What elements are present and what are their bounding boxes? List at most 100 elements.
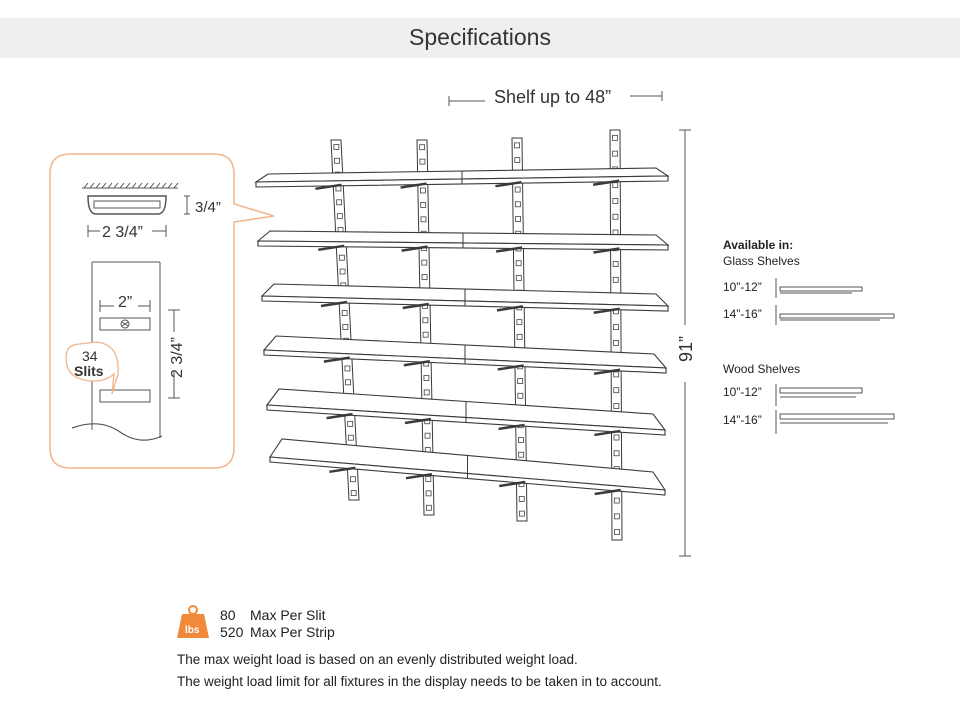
header-bar: Specifications: [0, 18, 960, 58]
wood-size-1: 10”-12”: [723, 385, 762, 399]
shelf-bracket: [495, 246, 523, 253]
slit: [612, 182, 619, 189]
slit: [613, 513, 620, 520]
slit: [425, 490, 432, 497]
shelf-bracket: [593, 368, 621, 376]
shelf-bracket: [318, 244, 345, 252]
slit: [613, 339, 619, 346]
slit: [514, 201, 521, 208]
slit: [518, 451, 525, 458]
shelf-bracket: [498, 423, 525, 431]
slit: [420, 202, 427, 208]
height-label: 91”: [676, 336, 696, 362]
slit: [419, 144, 426, 151]
slit: [338, 254, 345, 261]
shelf-bracket: [594, 429, 621, 437]
shelf-width-dimension: [448, 91, 663, 106]
slit: [517, 392, 524, 399]
slit: [341, 310, 348, 316]
shelf-bracket: [593, 307, 620, 314]
available-heading: Available in:: [723, 238, 793, 252]
slit: [347, 420, 354, 427]
shelf-bracket: [496, 305, 524, 312]
slit: [514, 157, 521, 163]
shelf-width-label: Shelf up to 48”: [494, 87, 611, 107]
per-strip-value: 520: [220, 624, 244, 640]
slit: [612, 213, 619, 220]
slit: [613, 450, 620, 457]
shelf-bracket: [400, 182, 427, 189]
slit: [339, 268, 346, 275]
shelving-rack: [254, 129, 670, 541]
slit: [612, 134, 618, 141]
shelf-bracket: [495, 180, 522, 188]
slit: [347, 434, 354, 441]
slit: [519, 510, 525, 517]
slit: [423, 375, 430, 381]
slit: [515, 275, 522, 281]
weight-note-2: The weight load limit for all fixtures i…: [177, 674, 662, 689]
glass-size-1: 10”-12”: [723, 280, 762, 294]
slit: [345, 379, 352, 386]
weight-note-1: The max weight load is based on an evenl…: [177, 652, 578, 667]
shelf-bracket: [402, 302, 429, 310]
slit: [420, 216, 427, 223]
detail-width-label: 2 3/4”: [102, 224, 143, 241]
slit: [514, 186, 521, 193]
slit: [336, 213, 343, 220]
height-dimension: [679, 129, 691, 557]
page-title: Specifications: [409, 24, 551, 50]
slit: [612, 150, 619, 157]
slit: [334, 157, 340, 164]
slit: [425, 476, 432, 482]
slit: [344, 365, 351, 372]
slit: [350, 490, 357, 496]
slit: [612, 198, 619, 204]
weight-icon: lbs: [177, 605, 209, 638]
glass-size-2: 14”-16”: [723, 307, 762, 321]
slit: [421, 259, 428, 266]
shelf-profile-icons: [775, 278, 895, 434]
slit: [333, 144, 340, 150]
detail-callout: 3/4” 2 3/4” 2” 2 3/4” 34 Slits: [49, 153, 275, 469]
slit: [613, 497, 620, 504]
shelf-bracket: [323, 356, 351, 363]
shelf-bracket: [499, 480, 526, 488]
shelf-bracket: [404, 417, 432, 425]
shelf-bracket: [405, 472, 433, 480]
slit: [613, 371, 620, 378]
shelf-bracket: [593, 247, 620, 254]
detail-depth-label: 3/4”: [195, 199, 221, 216]
per-slit-label: Max Per Slit: [250, 607, 326, 623]
slit: [421, 274, 428, 280]
shelf-bracket: [329, 466, 356, 474]
slit: [613, 434, 620, 441]
slit-count-label: Slits: [74, 363, 104, 379]
slit: [518, 496, 525, 502]
weight-icon-label: lbs: [185, 625, 200, 636]
slit: [613, 387, 620, 394]
slit: [516, 319, 523, 326]
shelf-bracket: [403, 360, 431, 367]
shelf-bracket: [497, 364, 524, 371]
slit: [612, 261, 619, 267]
slit: [514, 142, 520, 149]
slit: [422, 331, 429, 338]
per-strip-label: Max Per Strip: [250, 624, 335, 640]
shelf-bracket: [320, 300, 348, 308]
shelf-bracket: [594, 488, 621, 496]
slit-count-number: 34: [82, 348, 98, 364]
slit: [342, 324, 349, 330]
slit: [612, 276, 619, 283]
slit: [515, 216, 521, 222]
wood-shelves-label: Wood Shelves: [723, 362, 800, 376]
strip-width-label: 2 3/4”: [169, 337, 186, 378]
slit: [350, 476, 356, 483]
slit: [336, 199, 343, 206]
slit: [518, 437, 524, 443]
slit: [425, 504, 432, 511]
slit: [613, 403, 620, 409]
slit: [423, 389, 430, 396]
slit: [614, 529, 620, 536]
slit-spacing-label: 2”: [118, 294, 132, 311]
